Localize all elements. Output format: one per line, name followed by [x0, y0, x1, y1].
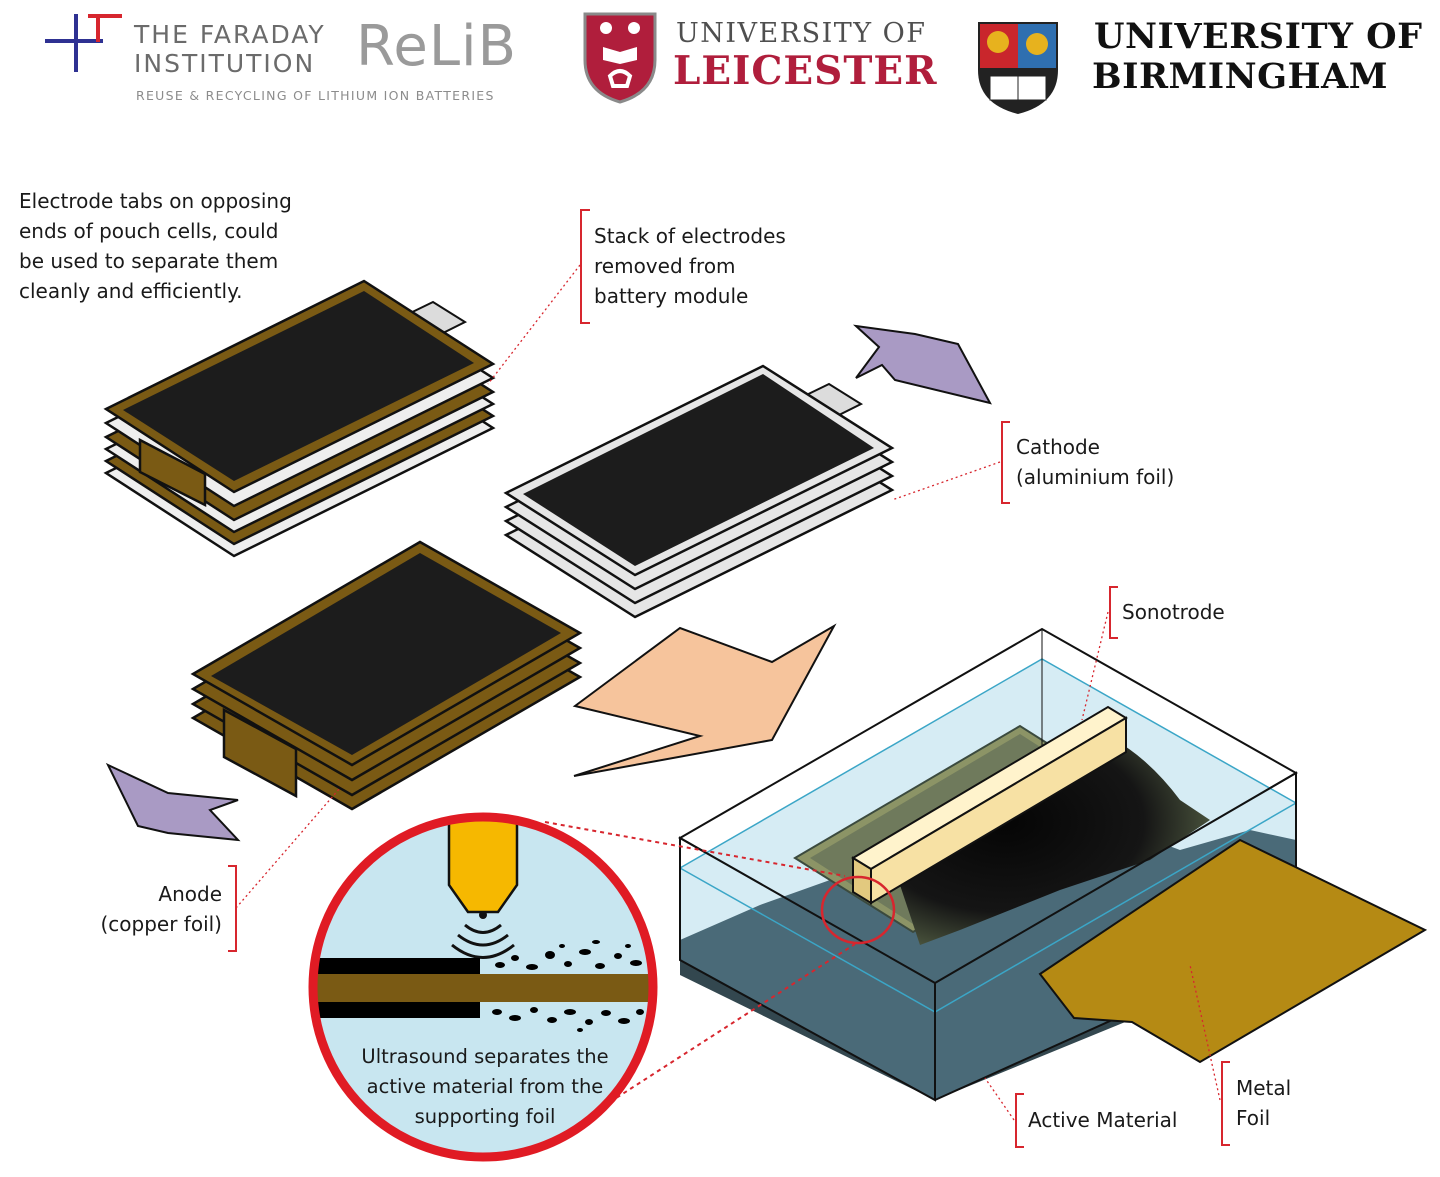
sonotrode-label: Sonotrode — [1122, 600, 1225, 624]
anode-label: Anode (copper foil) — [100, 882, 222, 936]
birmingham-crest-icon — [978, 22, 1058, 114]
stack-label: Stack of electrodes removed from battery… — [594, 224, 786, 308]
callout-brackets — [228, 209, 1230, 1148]
pouch-cell-stack — [103, 279, 496, 558]
leicester-line2: LEICESTER — [673, 48, 938, 94]
leader-lines — [235, 264, 1221, 1121]
active-material-label: Active Material — [1028, 1108, 1178, 1132]
magnified-detail — [308, 812, 658, 1162]
faraday-logo — [45, 14, 122, 72]
leicester-crest-icon — [583, 12, 657, 104]
relib-logo: ReLiB — [356, 14, 518, 79]
anode-stack — [190, 540, 583, 811]
cathode-stack — [503, 364, 895, 619]
sonotrode — [851, 705, 1128, 905]
zoom-marker — [820, 875, 896, 945]
electrode-tabs-note: Electrode tabs on opposing ends of pouch… — [19, 189, 292, 303]
cathode-out-arrow-icon — [852, 324, 992, 405]
process-arrow-icon — [572, 623, 837, 777]
ultrasound-caption: Ultrasound separates the active material… — [361, 1045, 609, 1128]
metal-foil-label: Metal Foil — [1236, 1076, 1292, 1130]
relib-subtitle: REUSE & RECYCLING OF LITHIUM ION BATTERI… — [136, 88, 495, 103]
birmingham-line2: BIRMINGHAM — [1092, 56, 1389, 97]
cathode-label: Cathode (aluminium foil) — [1016, 435, 1175, 489]
birmingham-line1: UNIVERSITY OF — [1094, 16, 1423, 57]
anode-out-arrow-icon — [105, 762, 241, 842]
metal-foil — [1038, 838, 1428, 1064]
leicester-line1: UNIVERSITY OF — [676, 18, 927, 49]
faraday-institution-name: THE FARADAY INSTITUTION — [134, 20, 326, 78]
